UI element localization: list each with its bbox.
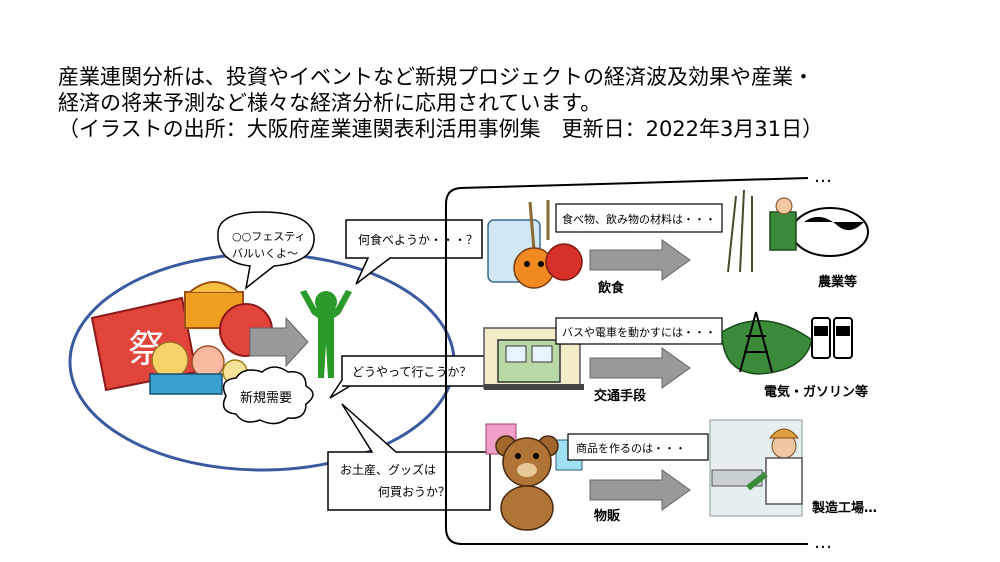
question-food-bubble: 何食べようか・・・？ [345, 219, 483, 285]
ellipsis-bottom: … [814, 532, 832, 553]
new-demand-cloud: 新規需要 [222, 366, 314, 425]
person-icon [300, 290, 352, 378]
callout-food-text: 食べ物、飲み物の材料は・・・ [562, 212, 716, 226]
train-illustration [483, 327, 584, 390]
festival-bubble-line-2: バルいくよ～ [232, 247, 298, 260]
industry-manufacturing: 製造工場… [811, 500, 877, 516]
flow-arrow-demand [249, 316, 309, 368]
header-line-3: （イラストの出所：大阪府産業連関表利活用事例集 更新日：2022年3月31日） [58, 117, 824, 141]
festival-bubble-line-1: ○○フェスティ [232, 230, 306, 243]
callout-transport-text: バスや電車を動かすには・・・ [562, 325, 716, 339]
question-food-text: 何食べようか・・・？ [358, 232, 478, 247]
flow-arrow-transport [589, 347, 691, 389]
ellipsis-top: … [814, 166, 832, 187]
new-demand-label: 新規需要 [240, 390, 292, 406]
header-line-1: 産業連関分析は、投資やイベントなど新規プロジェクトの経済波及効果や産業・ [58, 65, 814, 89]
header-text: 産業連関分析は、投資やイベントなど新規プロジェクトの経済波及効果や産業・ 経済の… [58, 64, 958, 142]
category-goods: 物販 [594, 508, 621, 524]
callout-transport: バスや電車を動かすには・・・ [555, 317, 723, 345]
food-illustration [487, 200, 583, 289]
energy-illustration [721, 311, 853, 375]
industry-bracket: … … [445, 166, 832, 553]
row-transport: バスや電車を動かすには・・・ 交通手段 電気・ガソリン等 [483, 311, 868, 404]
callout-food: 食べ物、飲み物の材料は・・・ [555, 203, 723, 233]
flow-arrow-food [589, 239, 691, 281]
question-transport-text: どうやって行こうか？ [352, 365, 471, 379]
teddy-bear-illustration [485, 423, 583, 531]
question-goods-line-2: 何買おうか？ [378, 485, 450, 499]
factory-worker-illustration [709, 419, 803, 517]
row-food: 食べ物、飲み物の材料は・・・ 飲食 農業等 [487, 189, 869, 296]
festival-speech-bubble: ○○フェスティ バルいくよ～ [217, 211, 315, 290]
flow-arrow-goods [589, 469, 691, 511]
category-food: 飲食 [597, 280, 625, 296]
question-transport-bubble: どうやって行こうか？ [329, 355, 489, 399]
header-line-2: 経済の将来予測など様々な経済分析に応用されています。 [58, 91, 602, 115]
question-goods-bubble: お土産、グッズは 何買おうか？ [327, 403, 491, 511]
row-goods: 商品を作るのは・・・ 物販 製造工場… [485, 419, 877, 531]
callout-goods-text: 商品を作るのは・・・ [576, 441, 686, 455]
industry-agriculture: 農業等 [818, 274, 857, 290]
category-transport: 交通手段 [594, 388, 646, 404]
industry-energy: 電気・ガソリン等 [764, 384, 868, 400]
agriculture-illustration [727, 189, 869, 273]
question-goods-line-1: お土産、グッズは [340, 462, 436, 477]
callout-goods: 商品を作るのは・・・ [567, 433, 709, 461]
